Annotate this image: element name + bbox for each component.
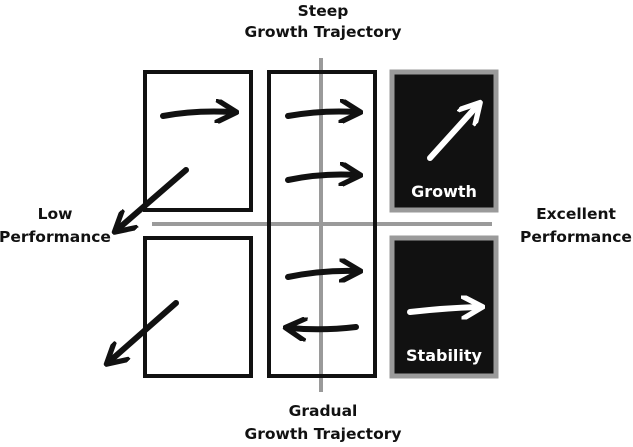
top-left-box — [143, 70, 253, 212]
stability-box-label: Stability — [406, 346, 483, 365]
arrow-down-left-out-bottom — [110, 300, 179, 361]
arrow-right-middle-3 — [285, 271, 356, 277]
growth-box-label: Growth — [411, 182, 477, 201]
arrow-up-right-growth — [427, 106, 477, 161]
bottom-label-line1: Gradual — [289, 402, 358, 420]
arrow-right-stability — [407, 307, 478, 312]
arrow-right-top-left-box — [160, 112, 232, 117]
arrow-right-middle-2 — [285, 175, 356, 180]
bottom-label-line2: Growth Trajectory — [245, 425, 402, 443]
middle-box — [267, 70, 377, 378]
right-label-line2: Performance — [520, 228, 632, 246]
top-label-line2: Growth Trajectory — [245, 23, 402, 41]
bottom-left-box — [143, 236, 253, 378]
arrow-down-left-out-top — [118, 167, 189, 229]
left-label-line2: Performance — [0, 228, 111, 246]
top-label-line1: Steep — [298, 2, 349, 20]
arrow-left-middle-4 — [290, 327, 359, 329]
arrow-right-middle-1 — [285, 112, 356, 117]
right-label-line1: Excellent — [536, 205, 616, 223]
left-label-line1: Low — [38, 205, 73, 223]
